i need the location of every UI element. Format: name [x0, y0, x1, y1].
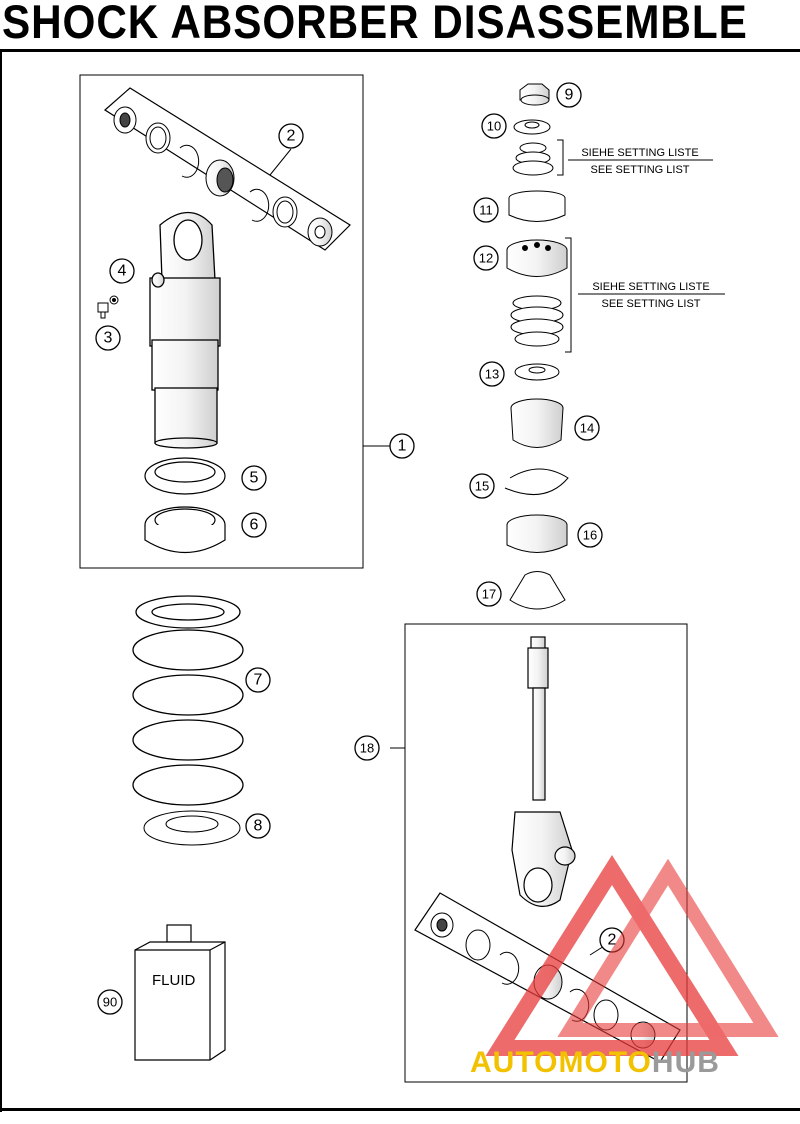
circlip-15	[504, 468, 569, 495]
watermark-logo	[485, 854, 779, 1056]
callout-7: 7	[254, 672, 263, 689]
fluid-bottle	[134, 924, 226, 1061]
nut-9	[519, 83, 550, 106]
watermark-part-2: HUB	[652, 1046, 720, 1079]
setting-note-1-de: SIEHE SETTING LISTE	[581, 147, 698, 159]
callout-circles	[95, 82, 625, 1015]
callout-9: 9	[565, 87, 574, 104]
piston-12	[506, 239, 568, 277]
callout-17: 17	[482, 587, 496, 602]
bump-rubber-17	[509, 571, 566, 610]
assembly-box-1	[79, 74, 364, 569]
callout-10: 10	[487, 119, 501, 134]
spring	[132, 595, 244, 806]
callout-6: 6	[250, 517, 259, 534]
watermark-text: AUTOMOTOHUB	[470, 1046, 720, 1079]
shim-stack-bottom	[510, 295, 564, 347]
page-title: SHOCK ABSORBER DISASSEMBLE	[2, 0, 748, 48]
bushing-14	[510, 398, 564, 448]
setting-note-2-en: SEE SETTING LIST	[601, 298, 700, 310]
callout-13: 13	[485, 367, 499, 382]
setting-note-2-de: SIEHE SETTING LISTE	[592, 281, 709, 293]
spring-seat	[143, 810, 241, 846]
fluid-label: FLUID	[152, 972, 196, 989]
washer-13	[514, 363, 560, 381]
callout-16: 16	[583, 528, 597, 543]
title-divider	[0, 49, 800, 52]
callout-14: 14	[580, 421, 594, 436]
callout-labels: 2 1 4 3 5 6 7 8 9 10 11 12 13 14 15 16 1…	[103, 87, 617, 1010]
callout-18: 18	[360, 741, 374, 756]
watermark-part-1: AUTOMOTO	[470, 1046, 652, 1079]
assembly-box-18	[404, 623, 688, 1083]
ring-11	[508, 190, 566, 222]
shock-body	[149, 212, 221, 449]
callout-15: 15	[475, 479, 489, 494]
callout-2-top: 2	[287, 128, 296, 145]
bottom-divider	[0, 1108, 800, 1111]
piston-rod	[511, 636, 576, 907]
washer-10	[513, 119, 551, 135]
callout-12: 12	[479, 251, 493, 266]
bolt-and-washer	[97, 295, 119, 319]
callout-11: 11	[479, 203, 493, 218]
seal-kit-top	[104, 87, 351, 251]
shim-stack-top	[512, 142, 554, 176]
callout-2-bottom: 2	[608, 932, 617, 949]
setting-note-1-en: SEE SETTING LIST	[590, 164, 689, 176]
callout-5: 5	[250, 470, 259, 487]
diagram-frame	[0, 52, 799, 1112]
setting-brackets	[557, 139, 725, 353]
callout-1: 1	[398, 438, 407, 455]
seal-16	[506, 514, 568, 553]
callout-8: 8	[254, 818, 263, 835]
callout-90: 90	[103, 995, 117, 1010]
callout-4: 4	[118, 263, 127, 280]
callout-3: 3	[104, 330, 113, 347]
adjuster-rings	[144, 457, 226, 554]
